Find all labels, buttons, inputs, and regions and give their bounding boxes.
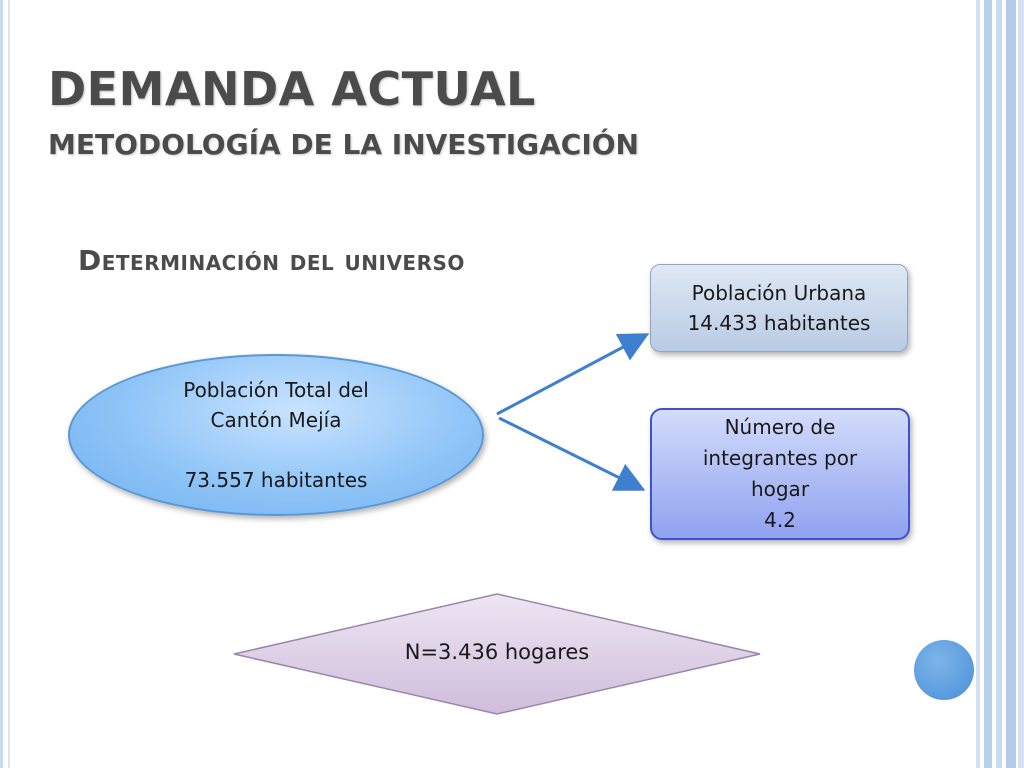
left-border-stripe-inner xyxy=(8,0,10,768)
arrow-to-household-members xyxy=(498,416,646,491)
household-members-value: 4.2 xyxy=(764,508,796,532)
slide-title: DEMANDA ACTUAL xyxy=(48,62,536,116)
total-population-node: Población Total del Cantón Mejía 73.557 … xyxy=(68,354,484,516)
section-heading: Determinación del universo xyxy=(78,244,465,277)
household-members-label-line1: Número de xyxy=(724,415,836,439)
right-border-stripe xyxy=(1018,0,1024,768)
household-members-label-line2: integrantes por xyxy=(702,446,858,470)
slide-subtitle: METODOLOGÍA DE LA INVESTIGACIÓN xyxy=(48,128,639,161)
total-population-value: 73.557 habitantes xyxy=(184,468,368,492)
right-border-stripe xyxy=(976,0,980,768)
result-label: N=3.436 hogares xyxy=(404,640,590,664)
decorative-circle xyxy=(914,640,974,700)
left-border-stripe xyxy=(0,0,3,768)
urban-population-label: Población Urbana xyxy=(691,281,867,305)
right-border-stripe xyxy=(1006,0,1016,768)
right-border-stripe xyxy=(984,0,992,768)
arrow-to-urban-population xyxy=(496,333,650,416)
urban-population-node: Población Urbana 14.433 habitantes xyxy=(650,264,908,352)
right-border-stripe xyxy=(996,0,1002,768)
household-members-node: Número de integrantes por hogar 4.2 xyxy=(650,408,910,540)
result-diamond xyxy=(233,593,761,715)
total-population-label-line1: Población Total del xyxy=(183,378,369,402)
total-population-label-line2: Cantón Mejía xyxy=(210,408,342,432)
household-members-label-line3: hogar xyxy=(750,477,810,501)
urban-population-value: 14.433 habitantes xyxy=(687,311,871,335)
